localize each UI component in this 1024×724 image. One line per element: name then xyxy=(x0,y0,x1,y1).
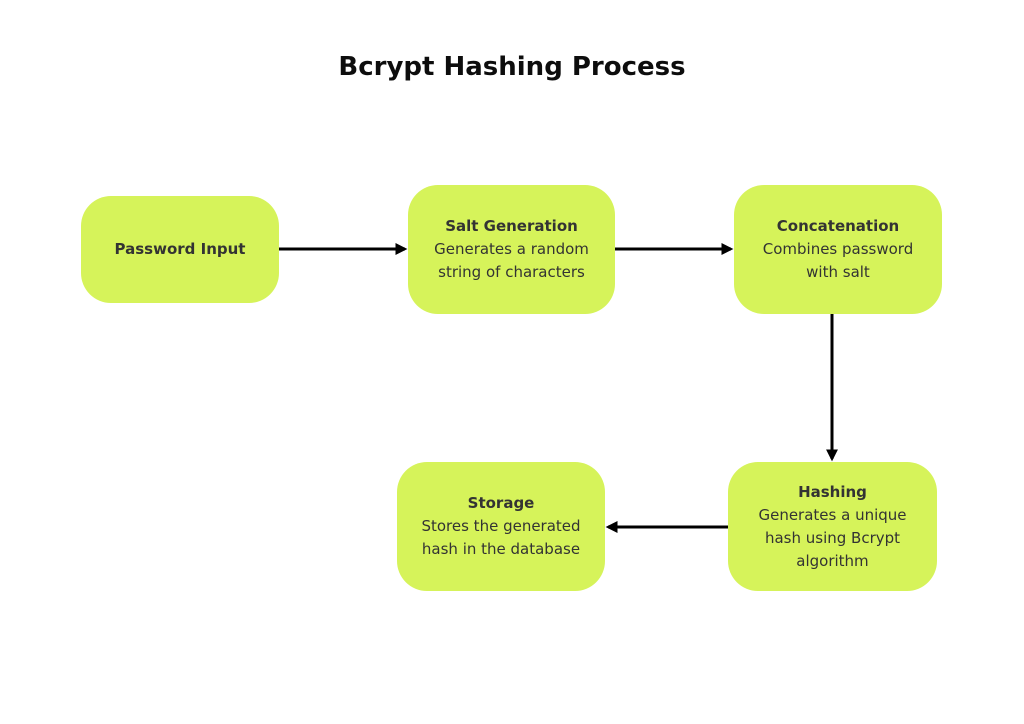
node-description: Generates a unique hash using Bcrypt alg… xyxy=(758,505,907,570)
node-title: Storage xyxy=(467,494,535,512)
node-title: Hashing xyxy=(798,482,867,501)
node-title: Password Input xyxy=(114,240,246,258)
node-description: Stores the generated hash in the databas… xyxy=(421,517,581,558)
node-storage: Storage Stores the generated hash in the… xyxy=(397,462,605,591)
node-title: Concatenation xyxy=(776,217,900,235)
node-description: Generates a random string of characters xyxy=(434,240,589,281)
node-password-input: Password Input xyxy=(81,196,279,303)
node-hashing: Hashing Generates a unique hash using Bc… xyxy=(728,462,937,591)
node-concatenation: Concatenation Combines password with sal… xyxy=(734,185,942,314)
node-description: Combines password with salt xyxy=(762,240,914,281)
node-salt-generation: Salt Generation Generates a random strin… xyxy=(408,185,615,314)
diagram-title: Bcrypt Hashing Process xyxy=(338,52,686,82)
node-title: Salt Generation xyxy=(445,217,578,235)
